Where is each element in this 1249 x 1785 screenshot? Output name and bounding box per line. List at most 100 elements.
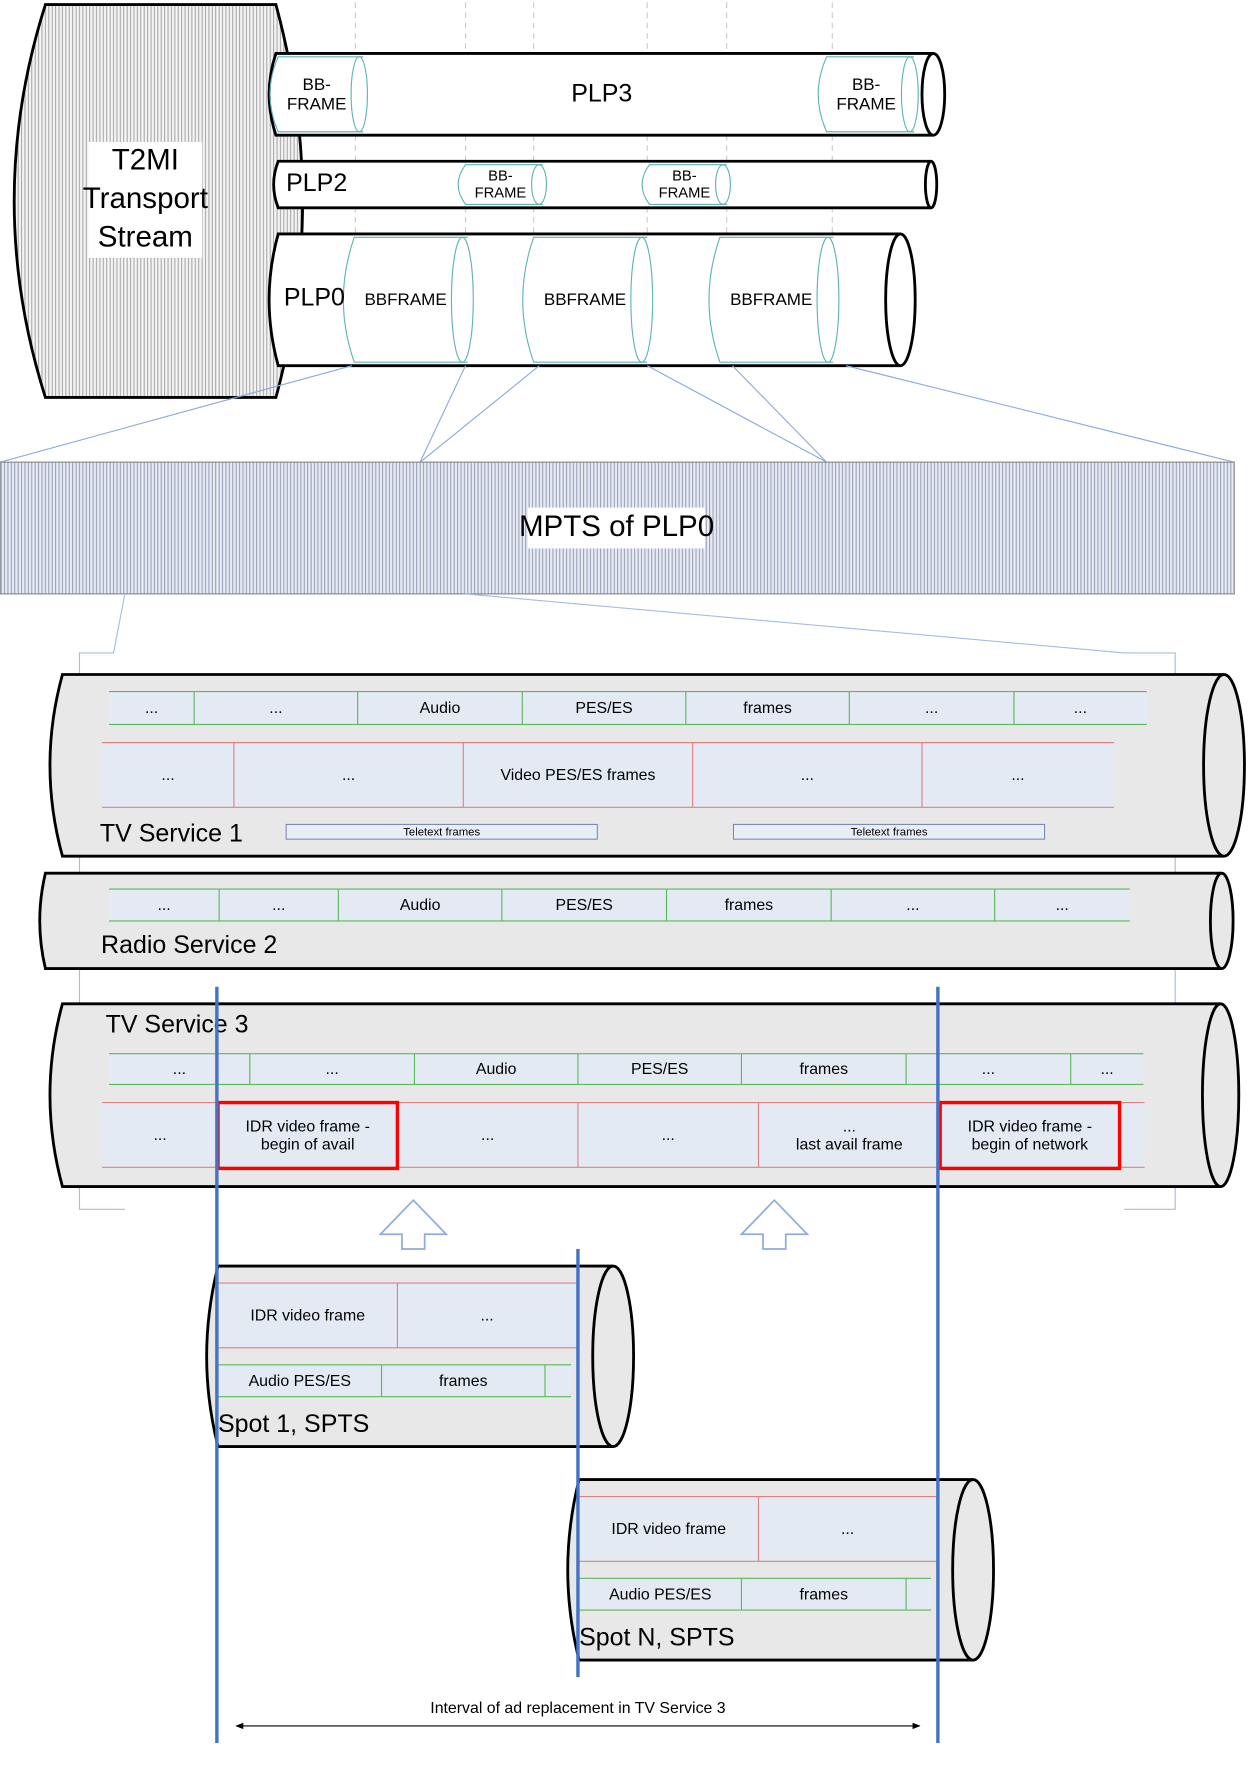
plp3-bbframe-label: BB-FRAME	[836, 74, 896, 113]
plp0-bbframe-label: BBFRAME	[544, 289, 626, 308]
plp0-tube-body	[267, 232, 901, 368]
audio-cell: ...	[1074, 700, 1087, 717]
audio-cell: PES/ES	[556, 897, 613, 914]
audio-cell: ...	[1100, 1061, 1113, 1078]
plp0-bbframe-outline	[708, 236, 834, 363]
zoom-line	[845, 365, 1235, 463]
mpts-bracket-left	[78, 593, 126, 1210]
plp0-label: PLP0	[284, 283, 345, 311]
t2mi-label: Stream	[98, 220, 193, 253]
audio-row-bg	[109, 691, 1147, 725]
audio-cell: ...	[982, 1061, 995, 1078]
video-cell: ...	[480, 1308, 493, 1325]
spot-1-label: Spot 1, SPTS	[218, 1410, 369, 1438]
plp3-bbframe-end	[350, 56, 369, 133]
video-cell: ...	[481, 1127, 494, 1144]
audio-row-bg	[109, 889, 1130, 921]
video-cell: ...	[841, 1521, 854, 1538]
tv-service-3-cylinder-end	[1201, 1002, 1241, 1189]
zoom-line	[0, 365, 353, 463]
video-cell: IDR video frame -begin of avail	[246, 1119, 370, 1154]
plp0-bbframe-outline	[342, 236, 468, 363]
plp2-label: PLP2	[286, 169, 347, 197]
plp3-label: PLP3	[571, 79, 632, 107]
plp0-bbframe-label: BBFRAME	[730, 289, 812, 308]
t2mi-label: T2MI	[112, 143, 179, 176]
audio-cell: ...	[326, 1061, 339, 1078]
video-cell: ...	[1011, 767, 1024, 784]
tv-service-3-label: TV Service 3	[106, 1010, 249, 1038]
audio-cell: Audio	[476, 1061, 517, 1078]
plp2-bbframe-outline	[641, 164, 727, 205]
audio-cell: Audio	[400, 897, 441, 914]
video-cell: ...	[662, 1127, 675, 1144]
plp2-bbframe-outline	[457, 164, 543, 205]
audio-cell: ...	[1056, 897, 1069, 914]
audio-cell: Audio PES/ES	[249, 1373, 351, 1390]
video-row-bg	[102, 742, 1114, 808]
plp2-bbframe-label: BB-FRAME	[475, 168, 527, 201]
network-begin-highlight	[938, 1100, 1122, 1171]
up-arrow-icon	[378, 1198, 449, 1250]
radio-service-2-label: Radio Service 2	[101, 930, 277, 958]
video-cell: IDR video frame	[611, 1521, 726, 1538]
audio-cell: ...	[906, 897, 919, 914]
video-cell: ...	[342, 767, 355, 784]
zoom-line	[419, 365, 540, 463]
audio-cell: Audio PES/ES	[609, 1587, 711, 1604]
teletext-box	[285, 823, 598, 840]
plp2-bbframe-end	[715, 164, 731, 205]
plp0-tube-end	[884, 232, 917, 368]
plp3-bbframe-outline	[817, 56, 915, 133]
audio-cell: ...	[925, 700, 938, 717]
audio-cell: frames	[743, 700, 792, 717]
audio-cell: PES/ES	[575, 700, 632, 717]
video-cell: Video PES/ES frames	[500, 767, 655, 784]
teletext-label: Teletext frames	[851, 826, 928, 838]
audio-row-bg	[109, 1053, 1144, 1085]
video-cell: ...last avail frame	[796, 1119, 903, 1154]
audio-cell: frames	[725, 897, 774, 914]
audio-cell: Audio	[420, 700, 461, 717]
audio-cell: PES/ES	[631, 1061, 688, 1078]
audio-cell: ...	[272, 897, 285, 914]
radio-service-2-cylinder-end	[1208, 871, 1235, 970]
t2mi-label-bg	[88, 141, 203, 258]
video-cell: IDR video frame -begin of network	[968, 1119, 1092, 1154]
plp0-bbframe-end	[816, 236, 840, 363]
interval-label: Interval of ad replacement in TV Service…	[430, 1700, 725, 1717]
plp2-bbframe-end	[531, 164, 548, 205]
plp2-tube-end	[923, 159, 939, 210]
plp3-tube-end	[920, 51, 947, 137]
tv-service-1-label: TV Service 1	[100, 819, 243, 847]
plp2-bbframe-label: BB-FRAME	[659, 168, 711, 201]
plp0-bbframe-label: BBFRAME	[364, 289, 446, 308]
plp3-tube-body	[267, 51, 934, 137]
plp0-bbframe-end	[630, 236, 654, 363]
plp0-tube	[267, 232, 917, 368]
teletext-box	[733, 823, 1046, 840]
mpts-bracket-right	[465, 593, 1176, 1210]
plp3-tube	[267, 51, 947, 137]
spot-n-label: Spot N, SPTS	[579, 1623, 734, 1651]
audio-cell: frames	[800, 1587, 849, 1604]
plp0-bbframe-outline	[522, 236, 648, 363]
mpts-label: MPTS of PLP0	[519, 510, 714, 543]
audio-cell: ...	[269, 700, 282, 717]
up-arrow-icon	[739, 1198, 810, 1250]
audio-cell: ...	[173, 1061, 186, 1078]
plp3-bbframe-end	[900, 56, 919, 133]
audio-cell: ...	[157, 897, 170, 914]
audio-cell: ...	[145, 700, 158, 717]
video-cell: ...	[801, 767, 814, 784]
audio-cell: frames	[439, 1373, 488, 1390]
plp2-tube-body	[272, 159, 932, 210]
zoom-line	[419, 365, 467, 463]
video-cell: IDR video frame	[250, 1308, 365, 1325]
mpts-label-bg	[527, 507, 706, 549]
audio-row-bg	[579, 1578, 932, 1611]
audio-cell: frames	[800, 1061, 849, 1078]
video-cell: ...	[153, 1127, 166, 1144]
tv-service-1-cylinder-end	[1202, 673, 1246, 858]
